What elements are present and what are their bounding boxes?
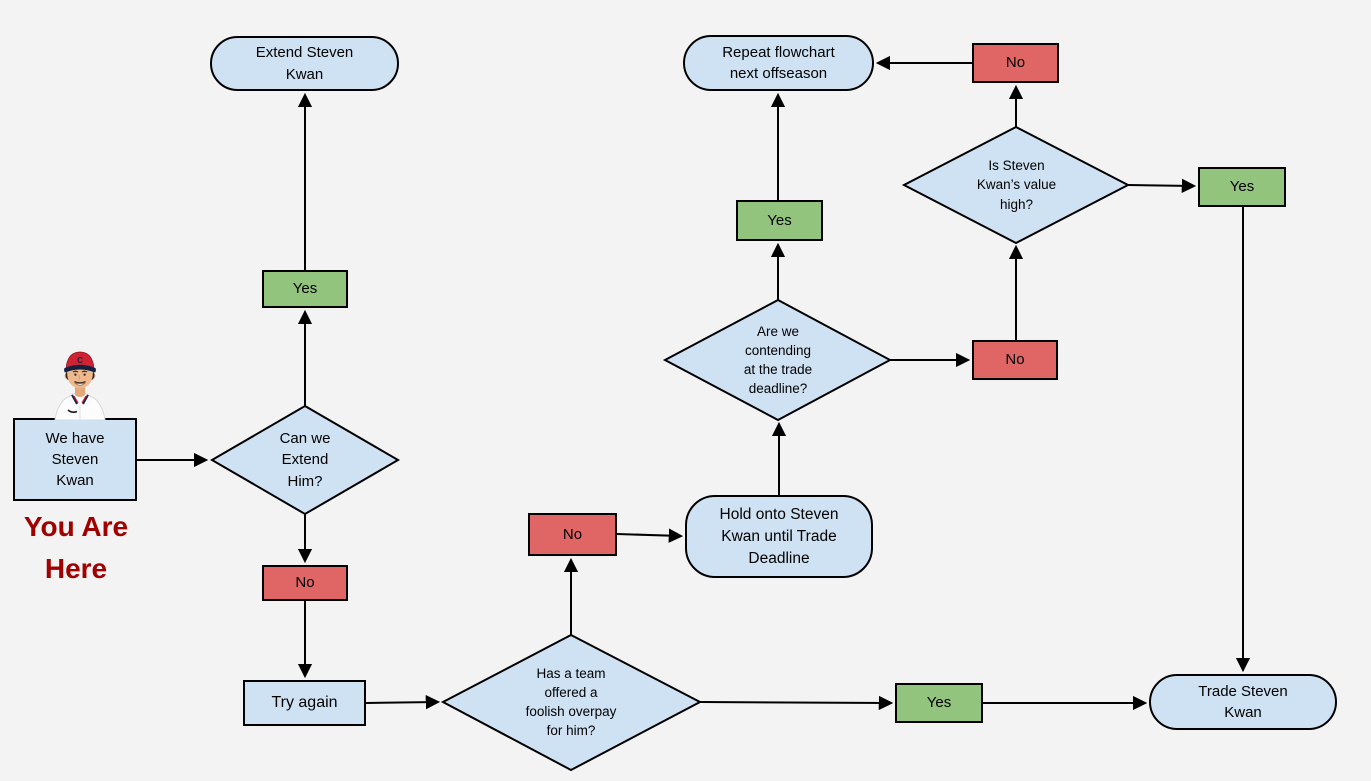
- edge-label-yes-extend: Yes: [262, 270, 348, 308]
- edge-label-yes-overpay: Yes: [895, 683, 983, 723]
- decision-are-we-contending: [662, 298, 893, 422]
- decision-is-value-high: [901, 125, 1131, 245]
- svg-text:C: C: [77, 356, 83, 365]
- decision-label-are-we-contending: Are we contending at the trade deadline?: [743, 323, 813, 397]
- node-repeat-flowchart: Repeat flowchart next offseason: [683, 35, 874, 91]
- decision-label-has-team-overpay: Has a team offered a foolish overpay for…: [525, 665, 617, 739]
- edge-overpay-to-yes: [699, 695, 894, 711]
- edge-label-yes-contending: Yes: [736, 200, 823, 241]
- decision-label-is-value-high: Is Steven Kwan’s value high?: [976, 158, 1057, 212]
- decision-has-team-overpay: [440, 633, 703, 772]
- node-try-again: Try again: [243, 680, 366, 726]
- edge-label-no-extend: No: [262, 565, 348, 601]
- decision-can-we-extend: [210, 404, 400, 516]
- steven-kwan-photo-icon: C: [54, 351, 106, 420]
- edge-valuehigh-to-yes: [1127, 178, 1197, 194]
- node-we-have-steven-kwan: We have Steven Kwan: [13, 418, 137, 501]
- edge-label-no-contending: No: [972, 340, 1058, 380]
- edge-label-yes-value-high: Yes: [1198, 167, 1286, 207]
- edge-tryagain-to-overpay: [365, 694, 441, 710]
- edge-label-no-overpay: No: [528, 513, 617, 556]
- node-hold-onto-kwan: Hold onto Steven Kwan until Trade Deadli…: [685, 495, 873, 578]
- decision-label-can-we-extend: Can we Extend Him?: [279, 430, 331, 490]
- edge-no-to-hold: [616, 528, 684, 543]
- you-are-here-label: You Are Here: [23, 511, 129, 584]
- node-extend-steven-kwan: Extend Steven Kwan: [210, 36, 399, 91]
- node-trade-steven-kwan: Trade Steven Kwan: [1149, 674, 1337, 730]
- edge-label-no-value-high: No: [972, 43, 1059, 83]
